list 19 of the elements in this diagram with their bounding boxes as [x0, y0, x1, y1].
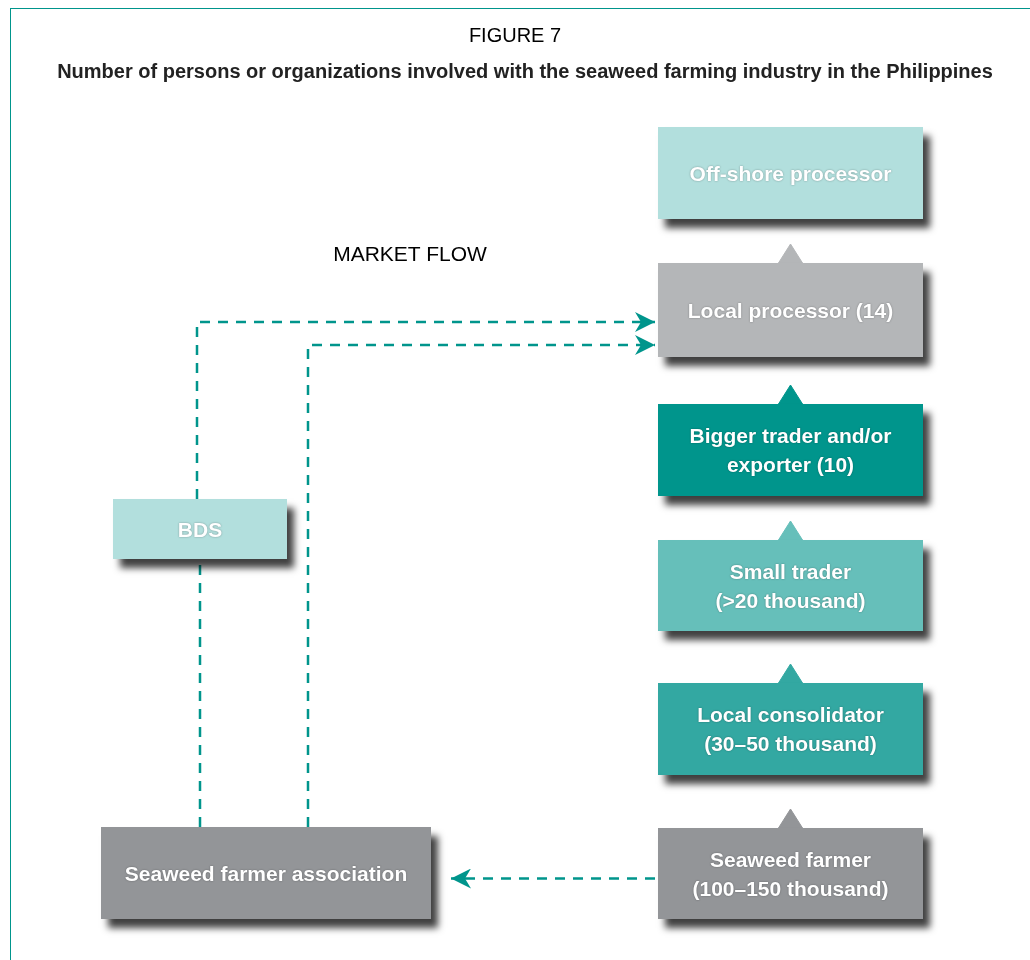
process-box: Local processor (14)	[658, 263, 923, 357]
process-box: Local consolidator (30–50 thousand)	[658, 683, 923, 775]
process-box: Small trader (>20 thousand)	[658, 540, 923, 631]
dashed-arrow	[306, 335, 655, 827]
triangle-arrow	[778, 663, 803, 684]
section-label: MARKET FLOW	[332, 241, 488, 267]
triangle-arrow	[778, 384, 803, 405]
triangle-arrow	[778, 520, 803, 541]
dashed-arrow	[451, 868, 655, 889]
triangle-arrow	[778, 808, 803, 829]
process-box: Seaweed farmer association	[101, 827, 431, 919]
process-box: Bigger trader and/or exporter (10)	[658, 404, 923, 496]
process-box: Off-shore processor	[658, 127, 923, 219]
process-box: Seaweed farmer (100–150 thousand)	[658, 828, 923, 919]
dashed-arrow	[195, 312, 655, 499]
figure-title: Number of persons or organizations involved with the seaweed farming industry in the Philippines	[56, 59, 994, 84]
figure-number: FIGURE 7	[467, 23, 563, 48]
triangle-arrow	[778, 243, 803, 264]
process-box: BDS	[113, 499, 287, 559]
